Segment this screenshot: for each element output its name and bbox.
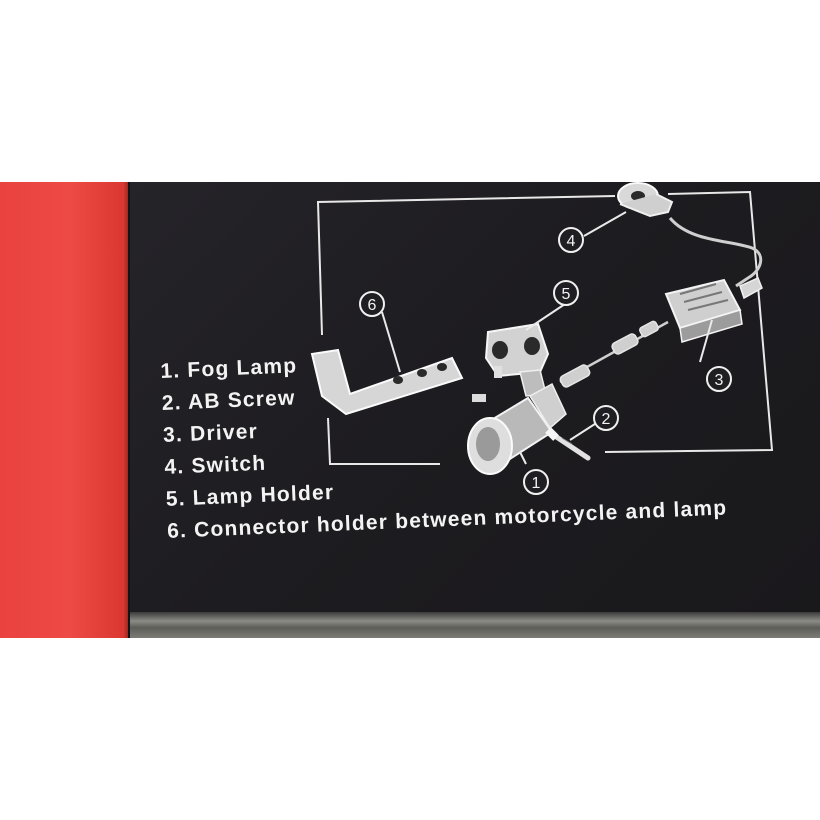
legend-item-lamp-holder: 5. Lamp Holder [165,481,334,512]
parts-legend: 1. Fog Lamp 2. AB Screw 3. Driver 4. Swi… [160,334,787,550]
driver-part [666,278,762,342]
callout-4: 4 [567,233,576,250]
legend-item-driver: 3. Driver [163,420,259,448]
legend-item-ab-screw: 2. AB Screw [161,386,296,416]
legend-item-switch: 4. Switch [164,452,267,480]
legend-item-fog-lamp: 1. Fog Lamp [160,354,298,384]
callout-5: 5 [562,286,571,303]
product-box-photo: 1 2 3 4 5 6 1. Fog Lamp 2. AB Screw 3. D… [0,182,820,638]
switch-part [618,183,761,286]
callout-6: 6 [368,297,377,314]
